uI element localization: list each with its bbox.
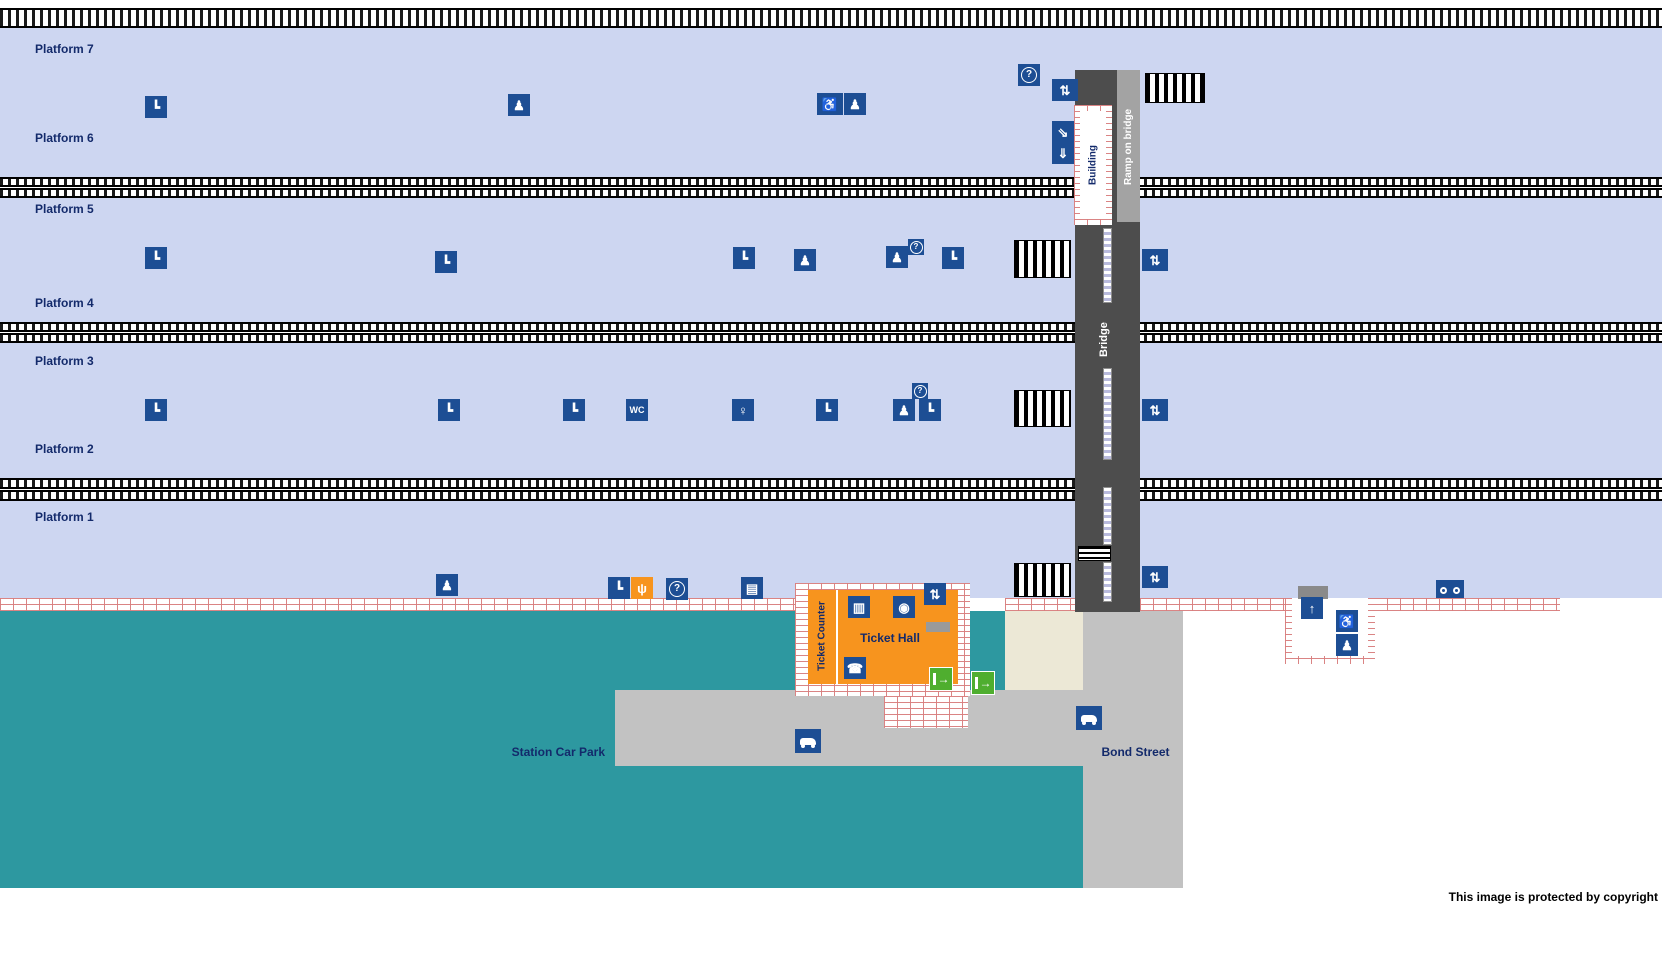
accessible-toilet-icon: ♿ xyxy=(1336,610,1358,632)
womens-toilet-icon: ♀ xyxy=(732,399,754,421)
bridge-ramp xyxy=(1117,70,1140,222)
forecourt-area xyxy=(1005,611,1083,690)
counter-divider xyxy=(836,590,838,684)
platform-2-label: Platform 2 xyxy=(35,442,94,456)
toilet-block-canopy xyxy=(1298,586,1328,599)
bridge-lift-icon: ⇅ xyxy=(924,583,946,605)
platform-6-label: Platform 6 xyxy=(35,131,94,145)
waiting-room-icon: ♟ xyxy=(794,249,816,271)
platform-wall xyxy=(0,598,795,611)
refreshments-icon: ψ xyxy=(631,577,653,599)
staircase xyxy=(1145,73,1205,103)
bridge-steps xyxy=(1078,546,1111,561)
bench-icon: ┗ xyxy=(942,247,964,269)
building-label: Building xyxy=(1087,145,1099,185)
bridge-ramp-segment xyxy=(1103,228,1112,303)
platform-3-label: Platform 3 xyxy=(35,354,94,368)
staircase xyxy=(1014,390,1071,427)
baby-changing-icon: ♟ xyxy=(1336,634,1358,656)
telephone-icon: ☎ xyxy=(844,657,866,679)
railway-track xyxy=(0,188,1662,198)
lift-icon: ⇅ xyxy=(1142,249,1168,271)
railway-track xyxy=(0,478,1662,489)
railway-track xyxy=(0,333,1662,343)
exit-icon: → xyxy=(929,667,953,691)
staircase xyxy=(1014,240,1071,278)
luggage-trolley-icon: ⇘ xyxy=(1052,121,1074,143)
pick-up-point-icon xyxy=(795,729,821,753)
bridge-ramp-segment xyxy=(1103,368,1112,460)
bond-street-road xyxy=(1083,611,1183,888)
copyright-notice: This image is protected by copyright xyxy=(1448,890,1658,904)
staircase xyxy=(1014,563,1071,597)
bench-icon: ┗ xyxy=(145,96,167,118)
photo-booth-icon: ◉ xyxy=(893,596,915,618)
platform-wall xyxy=(1005,598,1075,611)
lift-icon: ⇅ xyxy=(1142,566,1168,588)
building-interior xyxy=(1080,111,1106,219)
ticket-counter-label: Ticket Counter xyxy=(816,601,828,671)
bench-icon: ┗ xyxy=(733,247,755,269)
platform-7-label: Platform 7 xyxy=(35,42,94,56)
bench-icon: ┗ xyxy=(608,577,630,599)
help-point-icon: ? xyxy=(666,578,688,600)
waiting-room-icon: ♟ xyxy=(844,93,866,115)
cycle-storage-icon xyxy=(1436,580,1464,598)
railway-track xyxy=(0,8,1662,28)
bridge-ramp-segment xyxy=(1103,562,1112,602)
platform-5-label: Platform 5 xyxy=(35,202,94,216)
ticket-machine-icon: ▤ xyxy=(741,577,763,599)
help-point-icon: ? xyxy=(908,239,924,255)
bridge-ramp-segment xyxy=(1103,487,1112,545)
bench-icon: ┗ xyxy=(563,399,585,421)
bond-street-label: Bond Street xyxy=(1101,745,1170,759)
vending-machine xyxy=(926,622,950,632)
railway-track xyxy=(0,177,1662,187)
platform-band-1 xyxy=(0,501,1662,598)
lift-icon: ⇅ xyxy=(1142,399,1168,421)
platform-band-5-4 xyxy=(0,198,1662,322)
bench-icon: ┗ xyxy=(816,399,838,421)
step-free-route-icon: ⇓ xyxy=(1052,142,1074,164)
wall-stub xyxy=(884,696,968,728)
railway-track xyxy=(0,490,1662,501)
platform-1-label: Platform 1 xyxy=(35,510,94,524)
waiting-room-icon: ♟ xyxy=(508,94,530,116)
station-car-park-label: Station Car Park xyxy=(511,745,605,759)
help-point-icon: ? xyxy=(1018,64,1040,86)
ticket-hall-label: Ticket Hall xyxy=(860,631,920,645)
car-park-road xyxy=(615,690,1083,766)
platform-4-label: Platform 4 xyxy=(35,296,94,310)
lift-icon: ⇅ xyxy=(1052,79,1078,101)
ramp-on-bridge-label: Ramp on bridge xyxy=(1123,108,1134,186)
bench-icon: ┗ xyxy=(145,247,167,269)
waiting-room-icon: ♟ xyxy=(893,399,915,421)
ticket-office-window-icon: ▥ xyxy=(848,596,870,618)
bench-icon: ┗ xyxy=(145,399,167,421)
stairs-to-street-icon: ↑ xyxy=(1301,597,1323,619)
taxi-rank-icon xyxy=(1076,706,1102,730)
bench-icon: ┗ xyxy=(435,251,457,273)
bridge-label: Bridge xyxy=(1098,322,1110,358)
exit-icon: → xyxy=(971,671,995,695)
accessible-toilet-icon: ♿ xyxy=(817,93,843,115)
bench-icon: ┗ xyxy=(438,399,460,421)
help-point-icon: ? xyxy=(912,383,928,399)
railway-track xyxy=(0,322,1662,332)
waiting-room-icon: ♟ xyxy=(436,574,458,596)
waiting-room-icon: ♟ xyxy=(886,246,908,268)
bench-icon: ┗ xyxy=(919,399,941,421)
mens-toilet-icon: WC xyxy=(626,399,648,421)
